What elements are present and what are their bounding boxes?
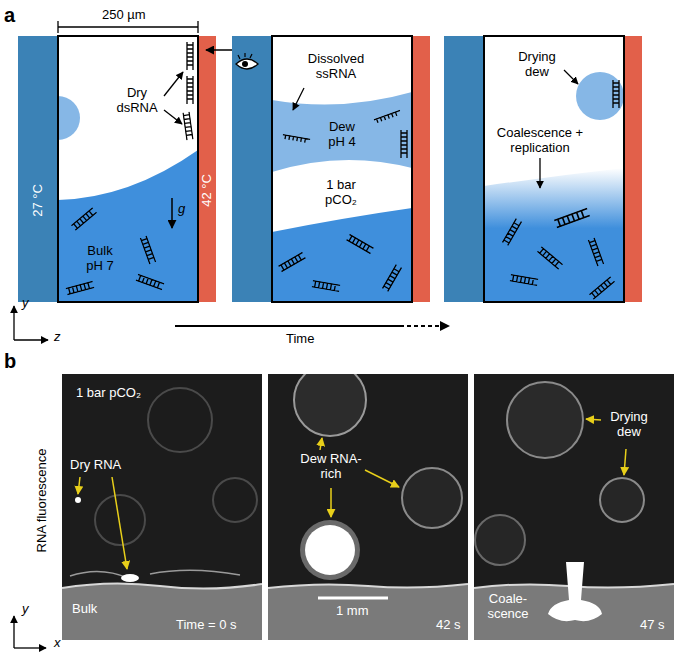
dsrna	[71, 208, 96, 231]
axis-label: g	[178, 202, 185, 217]
dsrna	[502, 218, 521, 245]
scale-label: 1 mm	[336, 604, 369, 619]
time-stamp: Time = 0 s	[176, 618, 237, 633]
region-label: Drying dew	[604, 410, 654, 440]
chamber-panel: Drying dewCoalescence + replication	[444, 36, 642, 302]
axis-label: RNA fluorescence	[35, 448, 50, 552]
gas-label: 1 bar pCO₂	[76, 386, 141, 401]
process-label: Coale- scence	[484, 592, 532, 622]
chamber-one-art	[18, 36, 216, 302]
cold-wall	[18, 36, 58, 302]
ssrna	[374, 110, 402, 123]
chamber-three-art	[444, 36, 642, 302]
dimension-line	[58, 21, 198, 33]
region-label: Dew pH 4	[322, 120, 362, 150]
axes-b	[14, 616, 46, 648]
micrograph-panel: 1 bar pCO₂ Dry RNA BulkTime = 0 s	[62, 374, 262, 640]
axis-label: y	[22, 296, 29, 311]
dsrna	[187, 76, 193, 104]
chamber-outline	[484, 36, 624, 302]
wall-temperature: 42 °C	[200, 174, 215, 207]
hot-wall	[624, 36, 642, 302]
dsrna	[66, 281, 95, 294]
chamber-panel: 27 °C 42 °C Dry dsRNA Bulk pH 7	[18, 36, 216, 302]
dsrna	[588, 238, 603, 266]
process-label: Coalescence + replication	[490, 126, 590, 156]
micrograph-three-art	[474, 374, 674, 640]
axis-label: z	[54, 330, 61, 345]
wall-temperature: 27 °C	[31, 184, 46, 217]
time-arrow	[175, 321, 450, 331]
leader-arrow	[539, 158, 540, 188]
dsrna	[140, 236, 155, 264]
dew-layer	[272, 92, 412, 172]
micrograph-two-art	[268, 374, 468, 640]
cold-wall	[444, 36, 484, 302]
dsrna	[382, 264, 401, 291]
bulk-water	[58, 150, 198, 302]
leader-arrow	[564, 70, 578, 84]
region-label: Dew RNA-rich	[300, 452, 362, 482]
region-label: Bulk pH 7	[80, 244, 120, 274]
leader-arrow	[293, 88, 304, 110]
dsrna	[346, 234, 373, 253]
panel-letter: a	[4, 4, 15, 27]
panel-letter: b	[4, 350, 16, 373]
axis-label: x	[54, 636, 61, 651]
observer-eye	[206, 50, 258, 69]
axes-a	[14, 306, 48, 340]
bulk-water	[272, 208, 412, 302]
micrograph-panel: Drying dewCoale- scence 47 s	[474, 374, 674, 640]
rna-label: Dry dsRNA	[112, 86, 162, 116]
dimension-label: 250 µm	[102, 8, 146, 23]
ssrna	[282, 135, 310, 144]
leader-arrow	[164, 110, 182, 124]
drying-drop	[576, 72, 624, 120]
micrograph-panel: Dew RNA-rich 1 mm 42 s	[268, 374, 468, 640]
gas-label: 1 bar pCO₂	[318, 178, 364, 208]
dew-drop	[58, 96, 80, 140]
hot-wall	[198, 36, 216, 302]
hot-wall	[412, 36, 430, 302]
region-label: Drying dew	[512, 50, 562, 80]
dsrna	[613, 80, 619, 108]
chamber-outline	[272, 36, 412, 302]
region-label: Bulk	[72, 602, 97, 617]
rna-label: Dry RNA	[70, 458, 121, 473]
dsrna	[537, 247, 562, 270]
dsrna	[312, 281, 341, 292]
axis-label: y	[22, 602, 29, 617]
cold-wall	[232, 36, 272, 302]
bulk-water	[484, 168, 624, 302]
gravity-arrow	[171, 198, 173, 228]
chamber-panel: Dissolved ssRNA Dew pH 4 1 bar pCO₂	[232, 36, 430, 302]
leader-arrow	[164, 72, 183, 96]
chamber-outline	[58, 36, 198, 302]
rna-label: Dissolved ssRNA	[300, 52, 372, 82]
dsrna	[183, 112, 193, 141]
axis-label: Time	[286, 332, 314, 347]
dsrna	[510, 275, 539, 286]
dsrna	[554, 208, 589, 227]
dsrna	[589, 277, 614, 300]
dsrna	[187, 42, 193, 70]
time-stamp: 42 s	[436, 618, 461, 633]
ssrna	[401, 130, 407, 158]
micrograph-one-art	[62, 374, 262, 640]
dsrna	[278, 252, 305, 271]
chamber-two-art	[232, 36, 430, 302]
dsrna	[136, 274, 164, 289]
time-stamp: 47 s	[640, 618, 665, 633]
